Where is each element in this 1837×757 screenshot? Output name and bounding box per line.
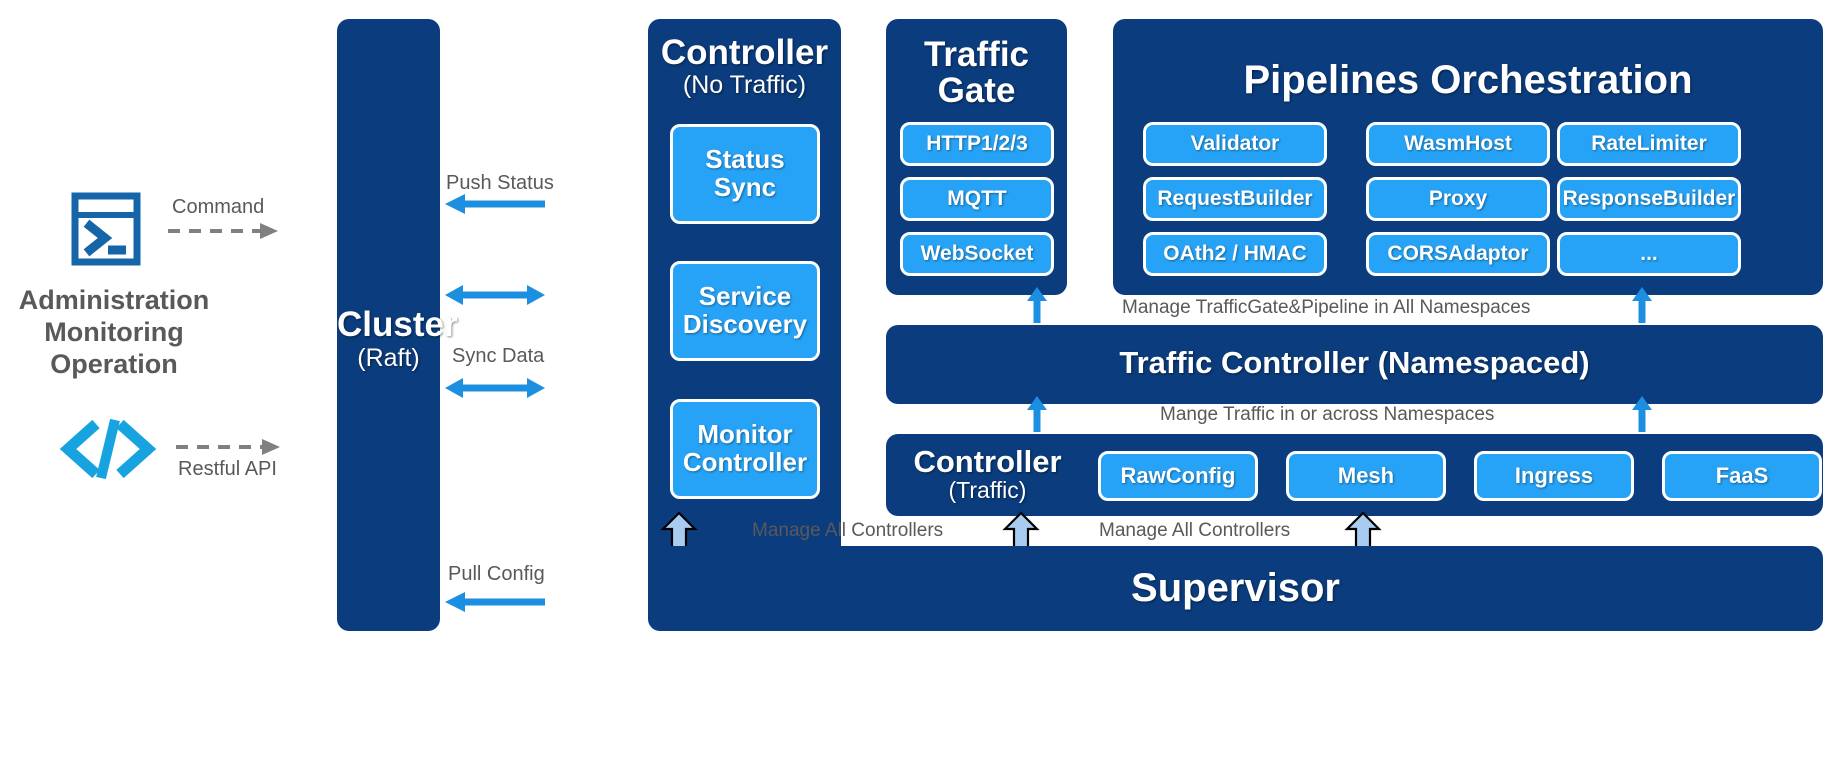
left-caption-line-2: Monitoring <box>44 316 184 347</box>
chip-faas[interactable]: FaaS <box>1662 451 1822 501</box>
chip-corsadaptor[interactable]: CORSAdaptor <box>1366 232 1550 276</box>
chip-status-sync[interactable]: Status Sync <box>670 124 820 224</box>
pipelines-panel[interactable]: Pipelines Orchestration Validator WasmHo… <box>1113 19 1823 295</box>
sync-data-label: Sync Data <box>452 345 545 367</box>
chip-websocket[interactable]: WebSocket <box>900 232 1054 276</box>
controller-no-traffic-title: Controller (No Traffic) <box>648 33 841 100</box>
mange-traffic-label: Mange Traffic in or across Namespaces <box>1160 404 1495 425</box>
code-brackets-icon <box>59 418 157 480</box>
chip-monitor-controller-line-1: Monitor <box>697 419 793 450</box>
traffic-controller-title: Traffic Controller (Namespaced) <box>1119 345 1590 380</box>
pull-config-label: Pull Config <box>448 563 545 585</box>
traffic-gate-title: Traffic Gate <box>886 35 1067 111</box>
cluster-title: Cluster (Raft) <box>337 306 458 373</box>
cluster-subtitle: (Raft) <box>357 344 420 373</box>
pull-config-arrow <box>445 592 545 612</box>
supervisor-title: Supervisor <box>1131 566 1340 610</box>
left-caption-line-3: Operation <box>50 348 178 379</box>
chip-status-sync-line-1: Status <box>705 144 785 175</box>
terminal-icon <box>71 192 141 266</box>
push-status-arrow <box>445 194 545 214</box>
pipelines-title: Pipelines Orchestration <box>1243 58 1693 102</box>
cluster-title-text: Cluster <box>337 305 458 344</box>
traffic-gate-title-line-1: Traffic <box>923 35 1030 74</box>
left-caption-line-1: Administration <box>18 285 210 315</box>
command-dashed-arrow <box>168 222 278 240</box>
chip-http[interactable]: HTTP1/2/3 <box>900 122 1054 166</box>
chip-service-discovery[interactable]: Service Discovery <box>670 261 820 361</box>
chip-validator[interactable]: Validator <box>1143 122 1327 166</box>
sync-data-arrow-top <box>445 285 545 305</box>
arrow-up-trafficgate-right <box>1632 287 1652 323</box>
chip-mesh[interactable]: Mesh <box>1286 451 1446 501</box>
controller-no-traffic-title-text: Controller <box>660 33 829 72</box>
arrow-up-traffic-left <box>1027 396 1047 432</box>
command-label: Command <box>172 196 265 218</box>
manage-all-controllers-label-1: Manage All Controllers <box>752 520 944 541</box>
arrow-up-traffic-right <box>1632 396 1652 432</box>
traffic-gate-title-line-2: Gate <box>937 71 1016 111</box>
chip-rawconfig[interactable]: RawConfig <box>1098 451 1258 501</box>
controller-no-traffic-panel[interactable]: Controller (No Traffic) Status Sync Serv… <box>648 19 841 616</box>
chip-oath2-hmac[interactable]: OAth2 / HMAC <box>1143 232 1327 276</box>
arrow-up-trafficgate-left <box>1027 287 1047 323</box>
chip-mqtt[interactable]: MQTT <box>900 177 1054 221</box>
controller-traffic-title-text: Controller <box>913 444 1062 479</box>
chip-ellipsis[interactable]: ... <box>1557 232 1741 276</box>
chip-wasmhost[interactable]: WasmHost <box>1366 122 1550 166</box>
restful-dashed-arrow <box>176 438 280 456</box>
restful-api-label: Restful API <box>178 458 277 480</box>
controller-no-traffic-subtitle: (No Traffic) <box>682 71 807 100</box>
push-status-label: Push Status <box>446 172 554 194</box>
supervisor-panel[interactable]: Supervisor <box>648 546 1823 631</box>
controller-traffic-panel[interactable]: Controller (Traffic) RawConfig Mesh Ingr… <box>886 434 1823 516</box>
chip-service-discovery-line-2: Discovery <box>682 309 808 339</box>
sync-data-arrow-bottom <box>445 378 545 398</box>
cluster-panel[interactable]: Cluster (Raft) <box>337 19 458 631</box>
chip-proxy[interactable]: Proxy <box>1366 177 1550 221</box>
manage-trafficgate-label: Manage TrafficGate&Pipeline in All Names… <box>1122 297 1531 318</box>
chip-monitor-controller-line-2: Controller <box>682 447 808 477</box>
chip-service-discovery-line-1: Service <box>698 281 792 312</box>
manage-all-controllers-label-2: Manage All Controllers <box>1099 520 1291 541</box>
chip-status-sync-line-2: Sync <box>713 172 777 202</box>
left-caption: Administration Monitoring Operation <box>0 285 228 381</box>
traffic-gate-panel[interactable]: Traffic Gate HTTP1/2/3 MQTT WebSocket <box>886 19 1067 295</box>
chip-requestbuilder[interactable]: RequestBuilder <box>1143 177 1327 221</box>
traffic-controller-panel[interactable]: Traffic Controller (Namespaced) <box>886 325 1823 404</box>
chip-ratelimiter[interactable]: RateLimiter <box>1557 122 1741 166</box>
chip-ingress[interactable]: Ingress <box>1474 451 1634 501</box>
controller-traffic-subtitle: (Traffic) <box>948 477 1027 504</box>
chip-responsebuilder[interactable]: ResponseBuilder <box>1557 177 1741 221</box>
controller-traffic-title: Controller (Traffic) <box>890 444 1085 504</box>
chip-monitor-controller[interactable]: Monitor Controller <box>670 399 820 499</box>
